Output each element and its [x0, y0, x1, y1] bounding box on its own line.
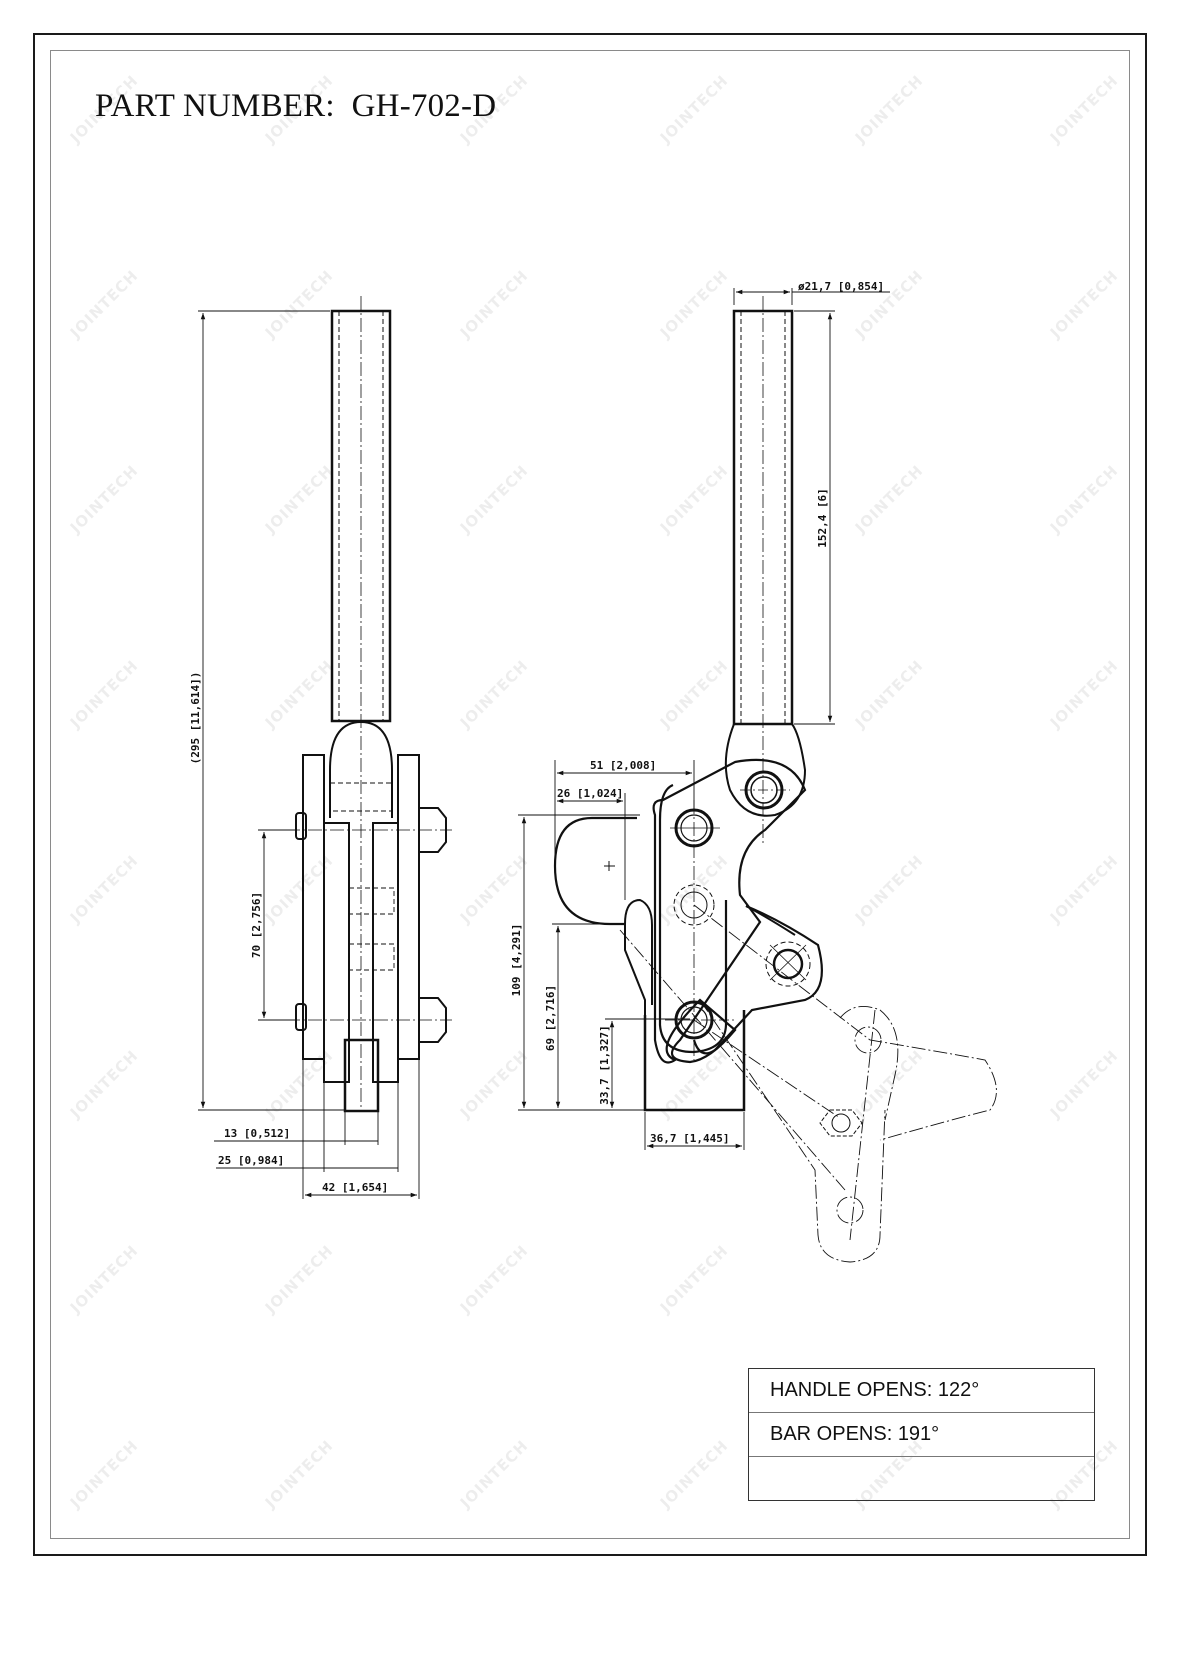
empty-row [749, 1457, 1094, 1500]
part-number-title: PART NUMBER: GH-702-D [95, 88, 497, 124]
front-right-plate [397, 754, 420, 1060]
dim-width-outer: 42 [1,654] [322, 1181, 388, 1194]
side-pad-lobe [553, 816, 637, 926]
dim-base-width: 36,7 [1,445] [650, 1132, 729, 1145]
dim-reach-pad: 26 [1,024] [557, 787, 623, 800]
dim-bolt-spacing: 70 [2,756] [250, 892, 263, 958]
front-nut-top [418, 807, 447, 853]
side-view [553, 296, 997, 1263]
bar-opens-row: BAR OPENS: 191° [749, 1413, 1094, 1457]
drawing-border-outer [33, 33, 1147, 1556]
dim-reach-total: 51 [2,008] [590, 759, 656, 772]
drawing-border-inner [50, 50, 1130, 1539]
dim-handle-diameter: ø21,7 [0,854] [798, 280, 884, 293]
front-nut-bottom [418, 997, 447, 1043]
side-nut-phantom [819, 1109, 863, 1137]
dim-handle-length: 152,4 [6] [816, 488, 829, 548]
dim-height-mid: 69 [2,716] [544, 985, 557, 1051]
front-view [286, 296, 452, 1113]
dim-height-base: 33,7 [1,327] [598, 1025, 611, 1104]
front-center-bar [343, 1038, 380, 1113]
dim-overall-height: (295 [11,614]) [189, 672, 202, 765]
handle-opens-row: HANDLE OPENS: 122° [749, 1369, 1094, 1413]
dim-width-inner: 13 [0,512] [224, 1127, 290, 1140]
opening-angles-table: HANDLE OPENS: 122° BAR OPENS: 191° [748, 1368, 1095, 1501]
dim-height-total: 109 [4,291] [510, 924, 523, 997]
dim-width-mid: 25 [0,984] [218, 1154, 284, 1167]
side-base [643, 1010, 746, 1112]
side-pivot-arm [772, 948, 804, 980]
